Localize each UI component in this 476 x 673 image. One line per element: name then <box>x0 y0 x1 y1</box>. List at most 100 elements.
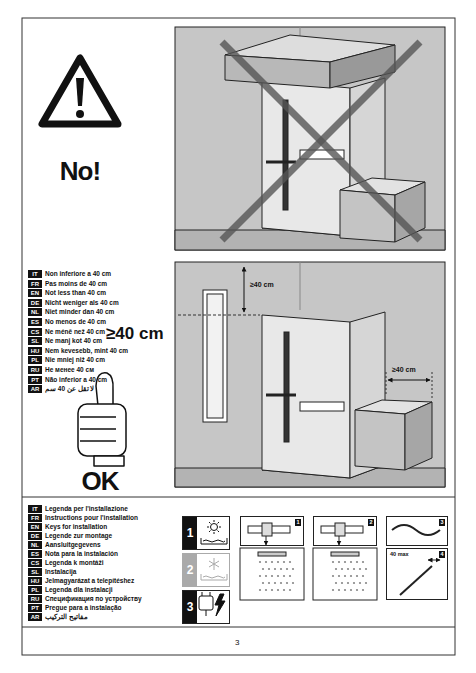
wrong-installation-scene <box>175 27 445 250</box>
clearance-note: Niet minder dan 40 cm <box>45 308 114 316</box>
language-code: PL <box>28 586 42 594</box>
clearance-dimension: ≥40 cm <box>106 324 164 344</box>
legend-heading: Pregue para a instalação <box>45 604 122 612</box>
water-drops <box>362 561 364 563</box>
connection-sketches <box>262 523 272 536</box>
water-drops <box>259 589 261 591</box>
water-drops <box>362 589 364 591</box>
cold-water-icon <box>201 558 227 580</box>
electric-icon <box>202 592 210 616</box>
correct-installation-scene <box>284 332 289 442</box>
water-drops <box>350 575 352 577</box>
connection-sketches <box>335 523 345 536</box>
clearance-note: Ne méně než 40 cm <box>45 328 105 336</box>
water-drops <box>344 575 346 577</box>
language-code: RU <box>28 366 42 374</box>
thumbs-up-hand <box>78 404 126 456</box>
clearance-note: Non inferiore a 40 cm <box>45 270 111 278</box>
water-drops <box>347 568 349 570</box>
water-drops <box>259 561 261 563</box>
correct-installation-scene <box>266 394 296 397</box>
water-drops <box>262 582 264 584</box>
step-number: 3 <box>439 519 445 526</box>
water-drops <box>359 568 361 570</box>
language-code: ES <box>28 318 42 326</box>
step-number: 2 <box>368 519 374 526</box>
language-code: CS <box>28 328 42 336</box>
connection-sketches <box>313 548 377 600</box>
water-drops <box>344 561 346 563</box>
water-drops <box>292 582 294 584</box>
thumbs-up-hand <box>80 416 116 418</box>
warning-word: No! <box>54 156 106 187</box>
language-code: SL <box>28 337 42 345</box>
page-number: 3 <box>235 638 239 647</box>
language-code: NL <box>28 308 42 316</box>
water-drops <box>283 575 285 577</box>
correct-installation-scene <box>207 294 223 418</box>
connection-sketches <box>240 548 304 600</box>
language-code: DE <box>28 299 42 307</box>
dimension-label: 40 max <box>390 551 409 558</box>
water-drops <box>271 561 273 563</box>
water-drops <box>289 589 291 591</box>
language-code: PL <box>28 356 42 364</box>
box-number: 3 <box>183 591 197 623</box>
language-code: FR <box>28 514 42 522</box>
legend-heading: Instructions pour l'installation <box>45 514 138 522</box>
water-drops <box>280 582 282 584</box>
electric-icon <box>199 596 213 610</box>
water-drops <box>338 561 340 563</box>
hot-water-icon <box>211 524 218 531</box>
page-frame <box>22 18 455 655</box>
correct-installation-scene <box>432 372 433 400</box>
language-code: AR <box>28 613 42 621</box>
water-drops <box>283 589 285 591</box>
water-drops <box>262 568 264 570</box>
correct-installation-scene <box>386 372 387 395</box>
water-drops <box>289 561 291 563</box>
language-code: IT <box>28 505 42 513</box>
clearance-note: Ne manj kot 40 cm <box>45 337 102 345</box>
legend-heading: Keys for installation <box>45 523 107 531</box>
approval-word: OK <box>74 466 126 497</box>
language-code: RU <box>28 595 42 603</box>
legend-heading: Спецификация по устройству <box>45 595 142 603</box>
legend-heading: Legenda k montáži <box>45 559 104 567</box>
clearance-note: Не менее 40 см <box>45 366 94 374</box>
electric-icon <box>199 592 225 616</box>
water-drops <box>356 575 358 577</box>
water-drops <box>365 582 367 584</box>
clearance-note: Nie mniej niż 40 cm <box>45 356 105 364</box>
correct-installation-scene <box>203 290 227 422</box>
correct-installation-scene <box>178 315 260 316</box>
water-drops <box>271 575 273 577</box>
water-drops <box>332 561 334 563</box>
correct-installation-scene <box>300 402 344 411</box>
step-number: 1 <box>295 519 301 526</box>
step-panel: 3 <box>386 516 448 546</box>
thumbs-up-hand <box>80 428 116 430</box>
language-code: FR <box>28 280 42 288</box>
water-drops <box>344 589 346 591</box>
wrong-installation-scene <box>266 161 296 164</box>
water-drops <box>338 589 340 591</box>
water-drops <box>277 561 279 563</box>
language-code: NL <box>28 541 42 549</box>
water-drops <box>359 582 361 584</box>
correct-installation-scene <box>175 262 445 487</box>
water-drops <box>265 561 267 563</box>
water-drops <box>356 561 358 563</box>
connection-sketches <box>400 566 432 595</box>
connection-sketches <box>331 552 359 556</box>
legend-heading: مفاتيح التركيب <box>45 613 88 621</box>
wrong-installation-scene <box>222 42 420 240</box>
correct-installation-scene <box>175 262 445 487</box>
correct-installation-scene <box>300 262 301 310</box>
water-drops <box>335 568 337 570</box>
correct-installation-scene <box>355 410 405 470</box>
legend-heading: Legenda per l'installazione <box>45 505 128 513</box>
water-drops <box>277 575 279 577</box>
dimension-label: ≥40 cm <box>249 281 275 289</box>
legend-heading: Jelmagyarázat a telepítéshez <box>45 577 134 585</box>
